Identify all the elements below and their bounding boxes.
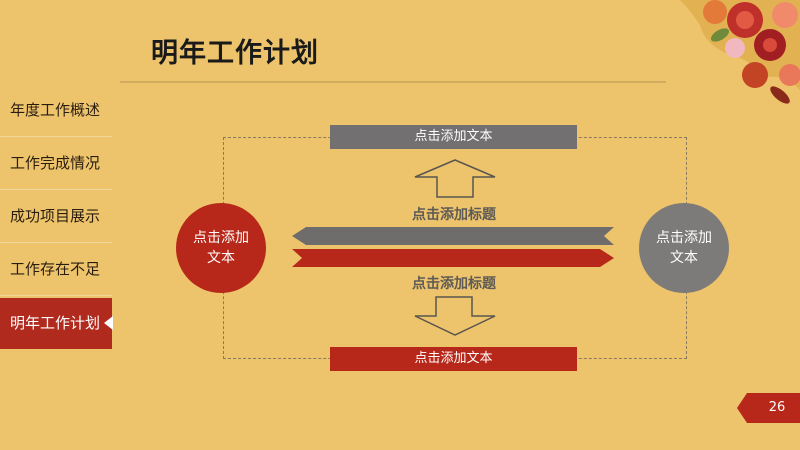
page-number-tab xyxy=(737,393,800,423)
flower-decoration-icon xyxy=(680,0,800,104)
top-text-box[interactable]: 点击添加文本 xyxy=(330,125,577,149)
left-circle[interactable]: 点击添加文本 xyxy=(176,203,266,293)
upper-heading[interactable]: 点击添加标题 xyxy=(412,207,496,223)
left-circle-text: 点击添加文本 xyxy=(193,230,249,266)
page-title: 明年工作计划 xyxy=(151,38,319,69)
sidebar-item-label: 年度工作概述 xyxy=(10,101,101,119)
sidebar-item-label: 工作完成情况 xyxy=(10,154,101,172)
right-ribbon-arrow xyxy=(292,249,614,267)
up-arrow-icon xyxy=(414,159,496,198)
sidebar-item-label: 工作存在不足 xyxy=(10,260,101,278)
left-ribbon-arrow xyxy=(292,227,614,245)
page-number: 26 xyxy=(768,400,786,415)
right-circle[interactable]: 点击添加文本 xyxy=(639,203,729,293)
sidebar-item-label: 明年工作计划 xyxy=(10,314,101,332)
sidebar-item-next-year-plan[interactable]: 明年工作计划 xyxy=(0,298,113,349)
lower-heading[interactable]: 点击添加标题 xyxy=(412,276,496,292)
sidebar-item-completion[interactable]: 工作完成情况 xyxy=(0,137,112,190)
sidebar-item-projects[interactable]: 成功项目展示 xyxy=(0,190,112,243)
sidebar-nav: 年度工作概述 工作完成情况 成功项目展示 工作存在不足 明年工作计划 xyxy=(0,84,113,349)
sidebar-item-label: 成功项目展示 xyxy=(10,207,101,225)
right-circle-text: 点击添加文本 xyxy=(656,230,712,266)
header-divider xyxy=(120,81,666,83)
bottom-text-box[interactable]: 点击添加文本 xyxy=(330,347,577,371)
sidebar-item-shortcomings[interactable]: 工作存在不足 xyxy=(0,243,112,296)
down-arrow-icon xyxy=(414,296,496,336)
sidebar-item-overview[interactable]: 年度工作概述 xyxy=(0,84,112,137)
